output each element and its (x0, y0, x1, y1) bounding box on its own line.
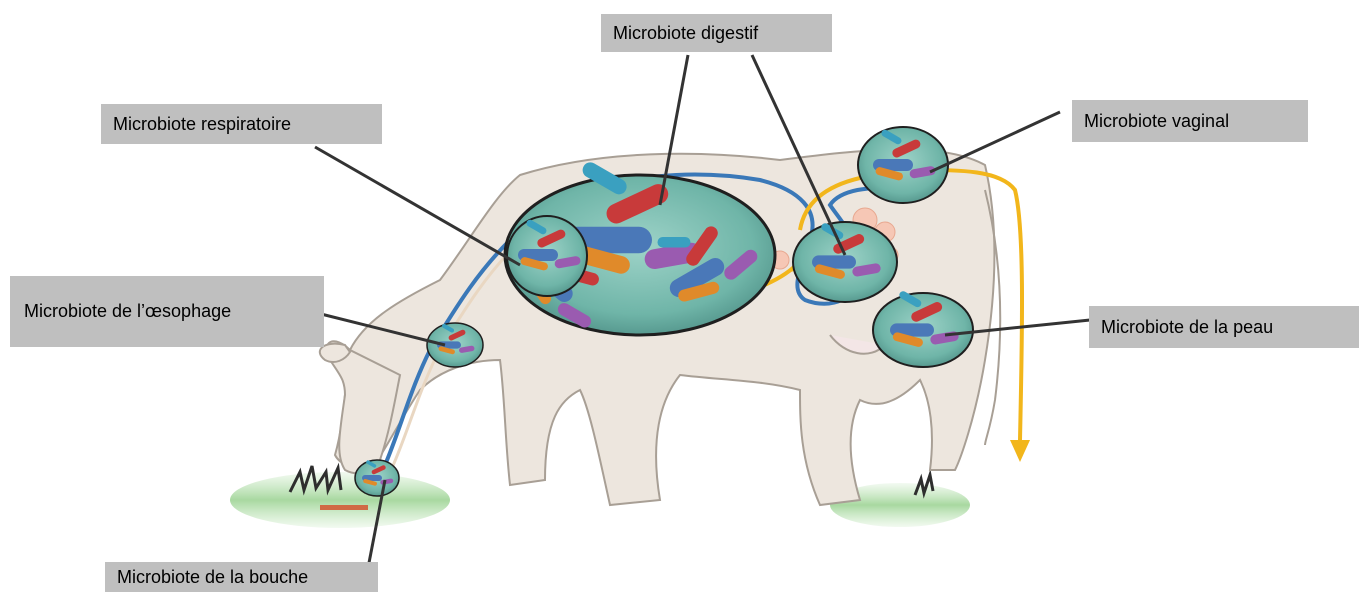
microbe-esophagus (427, 323, 483, 367)
label-microbiote-peau: Microbiote de la peau (1089, 306, 1359, 348)
label-microbiote-bouche: Microbiote de la bouche (105, 562, 378, 592)
grass-patch-front (230, 466, 450, 528)
label-microbiote-respiratoire: Microbiote respiratoire (101, 104, 382, 144)
microbe-digestive-small (793, 222, 897, 302)
microbe-vaginal (858, 127, 948, 203)
microbe-respiratory (507, 216, 587, 296)
label-microbiote-oesophage: Microbiote de l’œsophage (10, 276, 324, 347)
microbe-mouth (355, 460, 399, 496)
label-microbiote-vaginal: Microbiote vaginal (1072, 100, 1308, 142)
label-microbiote-digestif: Microbiote digestif (601, 14, 832, 52)
